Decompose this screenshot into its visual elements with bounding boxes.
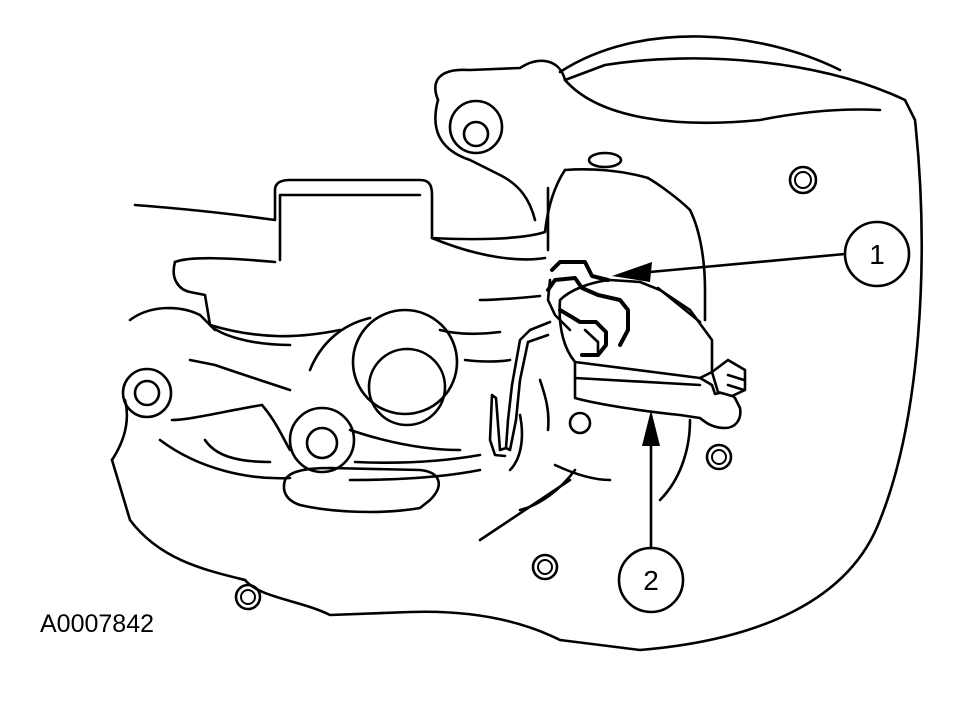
bolt-hole-upper-left — [448, 99, 504, 155]
callout-2: 2 — [617, 410, 685, 614]
figure-id: A0007842 — [40, 610, 154, 638]
casting-ribs — [128, 167, 707, 542]
bolt-hole-lower-boss — [288, 406, 356, 474]
bolt-hole-top-right — [788, 165, 818, 195]
bolt-hole-center — [568, 411, 592, 435]
callout-1: 1 — [612, 220, 911, 288]
callout-1-leader — [648, 252, 847, 274]
bolt-holes — [121, 99, 818, 611]
bolt-hole-right — [705, 443, 733, 471]
detent-spring-assembly — [488, 260, 747, 458]
callout-1-label: 1 — [869, 239, 885, 270]
callout-2-label: 2 — [643, 565, 659, 596]
callout-1-arrowhead — [612, 262, 652, 282]
callout-2-arrowhead — [642, 410, 660, 446]
bolt-hole-lower-left — [234, 583, 262, 611]
bolt-hole-lower-center — [531, 553, 559, 581]
bolt-hole-left — [121, 367, 173, 419]
case-housing-outline — [110, 35, 923, 652]
bolt-hole-top-center — [587, 151, 623, 169]
shaft-boss — [308, 308, 459, 427]
